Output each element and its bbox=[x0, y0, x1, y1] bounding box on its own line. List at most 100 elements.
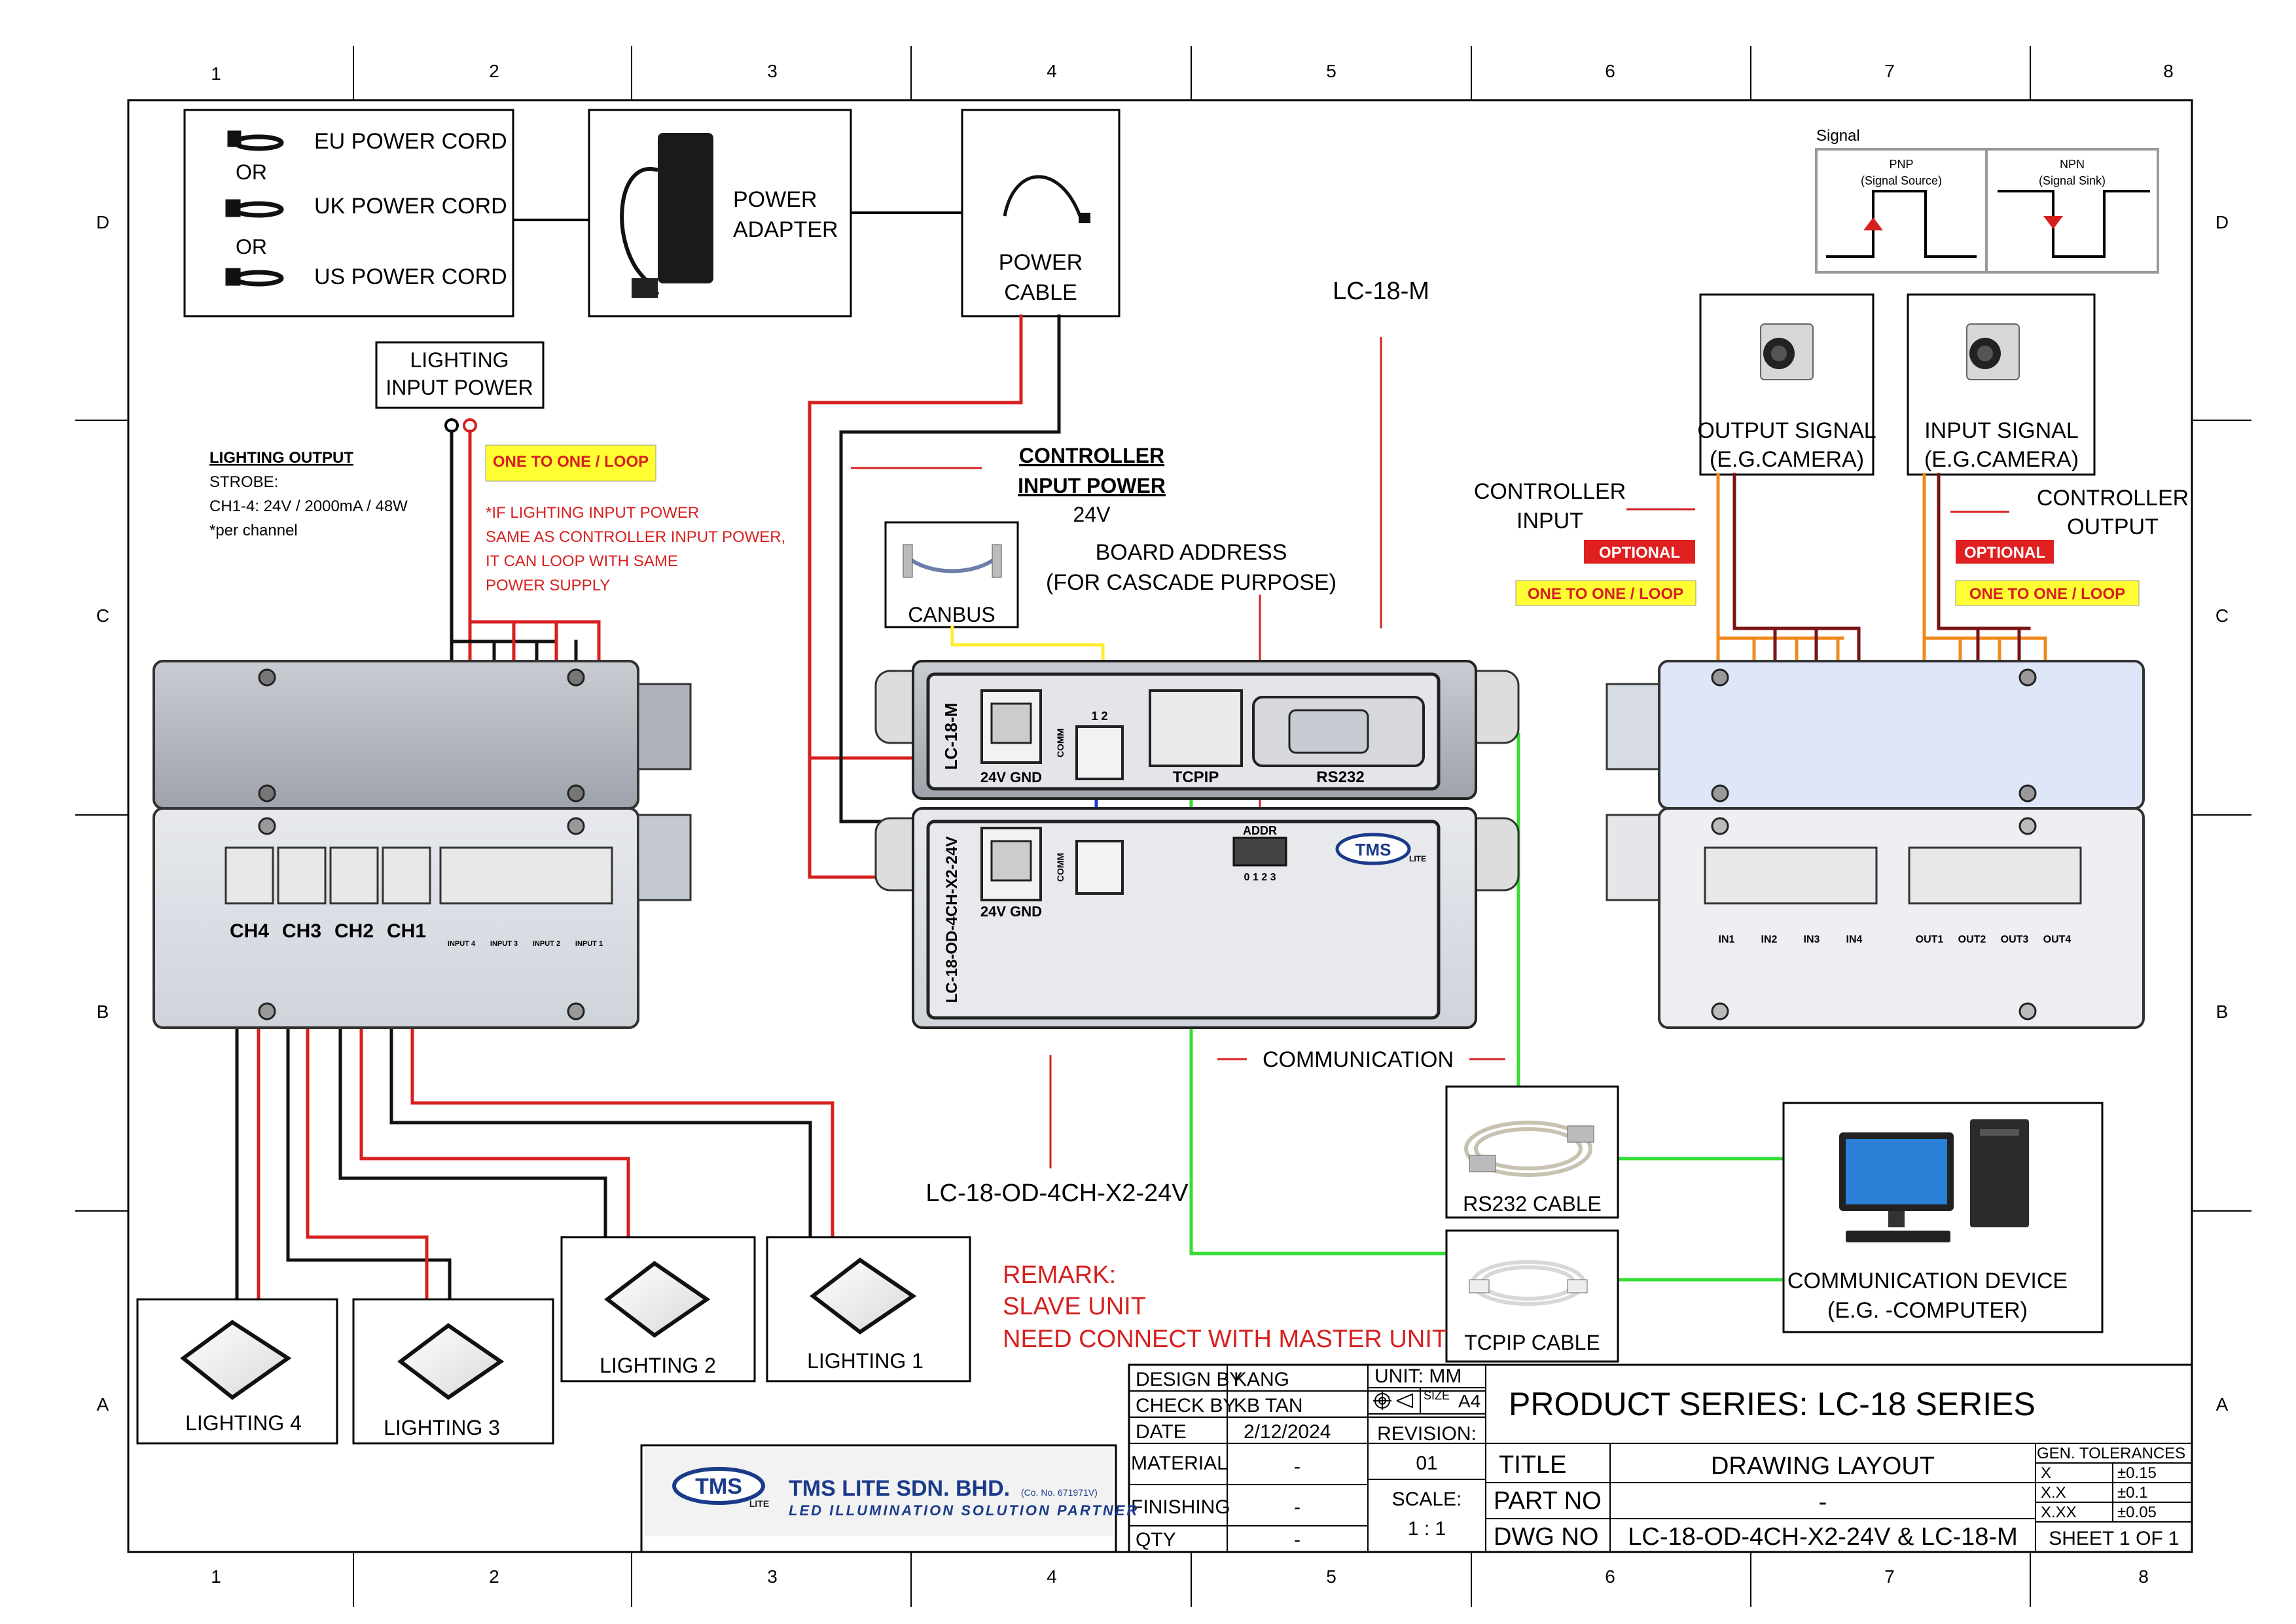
io-out3-label: OUT3 bbox=[2001, 934, 2029, 945]
pnp-label: PNP bbox=[1889, 158, 1913, 171]
lighting-output-unit: CH4 CH3 CH2 CH1 INPUT 4 INPUT 3 INPUT 2 … bbox=[152, 660, 692, 1029]
npn-arrow-down-icon bbox=[2043, 216, 2063, 229]
controller-input-label-2: INPUT bbox=[1516, 509, 1583, 533]
design-by-value: KANG bbox=[1234, 1369, 1289, 1390]
title-label: TITLE bbox=[1499, 1451, 1566, 1479]
tms-logo-icon bbox=[672, 1467, 765, 1505]
title-block-text: DESIGN BY KANG CHECK BY KB TAN DATE 2/12… bbox=[1131, 1365, 2185, 1551]
io-in4-label: IN4 bbox=[1846, 934, 1863, 945]
io-in2-label: IN2 bbox=[1761, 934, 1778, 945]
loop-note-2: SAME AS CONTROLLER INPUT POWER, bbox=[486, 528, 785, 546]
lighting-2-label: LIGHTING 2 bbox=[600, 1354, 716, 1377]
lighting-output-title: LIGHTING OUTPUT bbox=[209, 449, 353, 467]
io-out4-label: OUT4 bbox=[2043, 934, 2072, 945]
date-value: 2/12/2024 bbox=[1244, 1421, 1331, 1443]
power-adapter-box: POWER ADAPTER bbox=[588, 109, 852, 317]
size-value: A4 bbox=[1458, 1391, 1480, 1411]
optional-badge-output bbox=[1956, 540, 2054, 564]
scale-label: SCALE: bbox=[1392, 1489, 1462, 1510]
light-panel-icon bbox=[810, 1257, 917, 1335]
pnp-sub-label: (Signal Source) bbox=[1861, 174, 1942, 187]
col-label-8-bottom: 8 bbox=[2138, 1566, 2149, 1587]
loop-note-4: POWER SUPPLY bbox=[486, 577, 610, 594]
optional-label-input: OPTIONAL bbox=[1599, 544, 1680, 562]
row-label-d-right: D bbox=[2215, 212, 2229, 232]
communication-device-label-2: (E.G. -COMPUTER) bbox=[1827, 1298, 2028, 1323]
communication-label: COMMUNICATION bbox=[1263, 1047, 1454, 1072]
projection-symbol-icon bbox=[1373, 1388, 1421, 1414]
output-signal-label-1: OUTPUT SIGNAL bbox=[1697, 418, 1876, 443]
uk-power-cord-label: UK POWER CORD bbox=[314, 194, 507, 219]
remark-title: REMARK: bbox=[1003, 1261, 1116, 1289]
col-label-5-top: 5 bbox=[1326, 61, 1336, 81]
row-label-a-right: A bbox=[2216, 1394, 2229, 1415]
controller-output-label-2: OUTPUT bbox=[2067, 514, 2159, 539]
npn-label: NPN bbox=[2060, 158, 2085, 171]
material-value: - bbox=[1294, 1456, 1300, 1477]
col-label-1-top: 1 bbox=[211, 63, 221, 84]
canbus-cable-icon bbox=[903, 544, 1002, 578]
controller-input-power-label-1: CONTROLLER bbox=[1019, 444, 1164, 467]
tolerances-title: GEN. TOLERANCES bbox=[2037, 1445, 2185, 1462]
tcpip-cable-box: TCPIP CABLE bbox=[1445, 1229, 1619, 1363]
finishing-value: - bbox=[1294, 1496, 1300, 1518]
lighting-4-label: LIGHTING 4 bbox=[185, 1411, 302, 1435]
scale-value: 1 : 1 bbox=[1408, 1518, 1446, 1540]
pnp-arrow-up-icon bbox=[1863, 217, 1883, 230]
master-rs232-label: RS232 bbox=[1316, 768, 1364, 786]
input-label-4: INPUT 4 bbox=[448, 940, 476, 948]
dwg-no-value: LC-18-OD-4CH-X2-24V & LC-18-M bbox=[1628, 1523, 2018, 1551]
row-label-c-right: C bbox=[2215, 605, 2229, 626]
master-unit: LC-18-M 24V GND COMM 1 2 TCPIP RS232 bbox=[874, 660, 1520, 800]
io-out2-label: OUT2 bbox=[1958, 934, 1986, 945]
rs232-cable-icon bbox=[1464, 1121, 1592, 1177]
check-by-value: KB TAN bbox=[1234, 1395, 1303, 1416]
col-label-3-bottom: 3 bbox=[767, 1566, 778, 1587]
lighting-input-power-box: LIGHTING INPUT POWER bbox=[375, 341, 545, 409]
revision-label: REVISION: bbox=[1377, 1423, 1477, 1445]
computer-icon bbox=[1839, 1119, 2029, 1242]
strobe-label: STROBE: bbox=[209, 473, 278, 491]
input-signal-label-1: INPUT SIGNAL bbox=[1924, 418, 2079, 443]
slave-comm-label: COMM bbox=[1055, 853, 1066, 882]
slave-logo-text: TMS bbox=[1355, 840, 1391, 859]
communication-device-label-1: COMMUNICATION DEVICE bbox=[1787, 1269, 2068, 1293]
col-label-7-bottom: 7 bbox=[1884, 1566, 1895, 1587]
slave-logo-sub: LITE bbox=[1409, 854, 1426, 863]
io-in1-label: IN1 bbox=[1719, 934, 1735, 945]
loop-note-3: IT CAN LOOP WITH SAME bbox=[486, 552, 678, 570]
tol-xxx-label: X.XX bbox=[2041, 1504, 2077, 1521]
master-model-label: LC-18-M bbox=[941, 703, 961, 770]
npn-sub-label: (Signal Sink) bbox=[2039, 174, 2106, 187]
row-label-b-right: B bbox=[2216, 1001, 2229, 1022]
io-in3-label: IN3 bbox=[1804, 934, 1820, 945]
sheet-label: SHEET 1 OF 1 bbox=[2049, 1528, 2179, 1549]
power-cable-box: POWER CABLE bbox=[961, 109, 1121, 317]
input-label-3: INPUT 3 bbox=[490, 940, 518, 948]
optional-label-output: OPTIONAL bbox=[1964, 544, 2045, 562]
power-adapter-label-1: POWER bbox=[733, 187, 817, 212]
board-address-label-2: (FOR CASCADE PURPOSE) bbox=[1046, 570, 1336, 595]
power-adapter-label-2: ADAPTER bbox=[733, 217, 838, 242]
lighting-1-label: LIGHTING 1 bbox=[807, 1349, 924, 1373]
slave-addr-pins: 0 1 2 3 bbox=[1244, 872, 1276, 883]
tol-x-label: X bbox=[2041, 1464, 2051, 1482]
loop-badge-lighting bbox=[485, 444, 656, 482]
company-logo-sub: LITE bbox=[749, 1498, 769, 1509]
loop-label-input: ONE TO ONE / LOOP bbox=[1528, 585, 1683, 603]
remark-line-2: SLAVE UNIT bbox=[1003, 1293, 1146, 1320]
col-label-2-bottom: 2 bbox=[489, 1566, 499, 1587]
power-cable-label-2: CABLE bbox=[1004, 280, 1077, 305]
master-comm-label: COMM bbox=[1055, 729, 1066, 757]
dwg-no-label: DWG NO bbox=[1494, 1523, 1598, 1551]
tcpip-cable-label: TCPIP CABLE bbox=[1464, 1331, 1600, 1354]
row-label-c-left: C bbox=[96, 605, 109, 626]
product-series-label: PRODUCT SERIES: LC-18 SERIES bbox=[1509, 1386, 2036, 1422]
io-unit: IN1 IN2 IN3 IN4 OUT1 OUT2 OUT3 OUT4 bbox=[1605, 660, 2145, 1029]
output-signal-label-2: (E.G.CAMERA) bbox=[1710, 447, 1864, 472]
title-block bbox=[640, 1363, 2193, 1553]
loop-label-output: ONE TO ONE / LOOP bbox=[1969, 585, 2125, 603]
size-label: SIZE bbox=[1424, 1389, 1450, 1402]
master-gnd-label: 24V GND bbox=[980, 769, 1042, 785]
